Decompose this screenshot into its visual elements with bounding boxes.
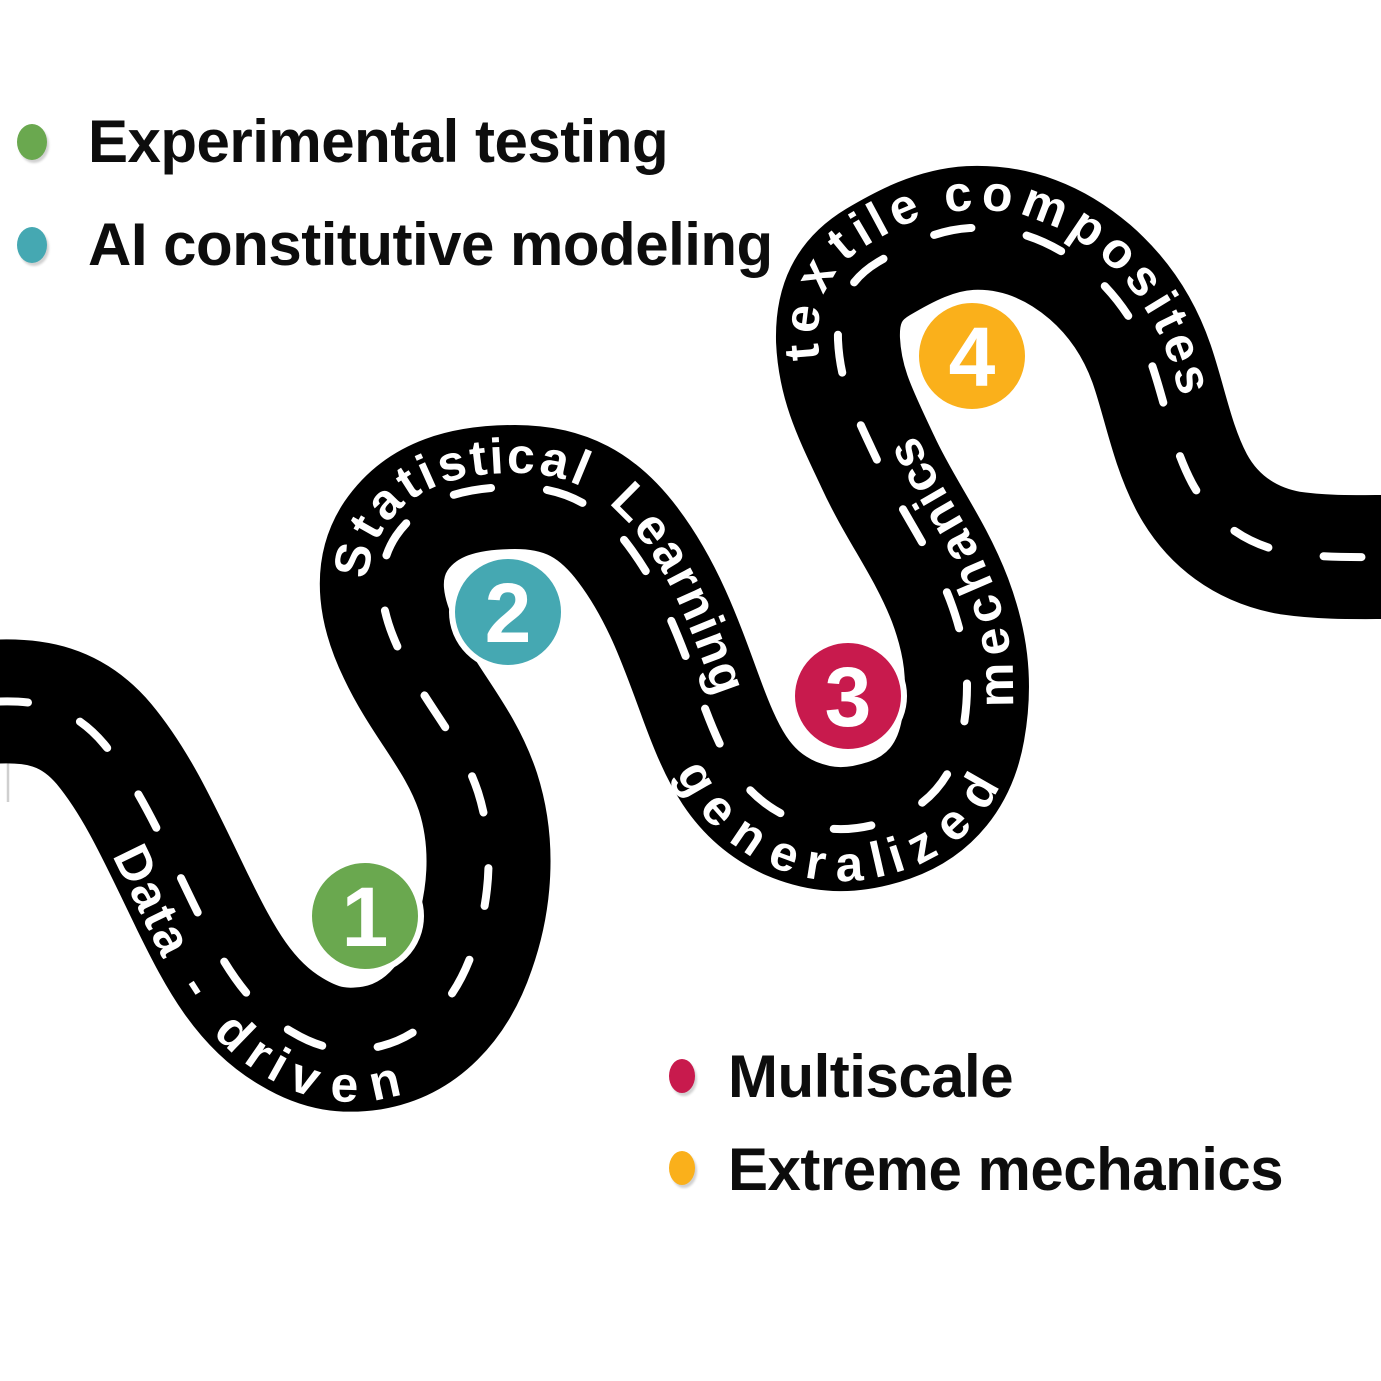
milestone-1-circle xyxy=(306,857,424,975)
multiscale-label: Multiscale xyxy=(728,1043,1013,1110)
milestone-3-number: 3 xyxy=(825,650,872,744)
milestone-1-number: 1 xyxy=(342,870,389,964)
milestone-4-number: 4 xyxy=(949,310,996,404)
milestone-2-circle xyxy=(449,553,567,671)
extreme-mechanics-label: Extreme mechanics xyxy=(728,1136,1283,1203)
milestone-4-marker: 4 xyxy=(913,297,1031,415)
legend-top: Experimental testing AI constitutive mod… xyxy=(17,108,773,278)
legend-item-multiscale: Multiscale xyxy=(669,1043,1014,1110)
ai-constitutive-modeling-dot-icon xyxy=(17,227,47,263)
milestone-3-marker: 3 xyxy=(789,637,907,755)
legend-bottom: Multiscale Extreme mechanics xyxy=(669,1043,1284,1203)
ai-constitutive-modeling-label: AI constitutive modeling xyxy=(88,211,773,278)
multiscale-dot-icon xyxy=(669,1059,695,1093)
legend-item-ai-constitutive-modeling: AI constitutive modeling xyxy=(17,211,773,278)
milestone-2-number: 2 xyxy=(485,566,532,660)
milestone-3-circle xyxy=(789,637,907,755)
milestone-4-circle xyxy=(913,297,1031,415)
milestone-1-marker: 1 xyxy=(306,857,424,975)
milestone-2-marker: 2 xyxy=(449,553,567,671)
extreme-mechanics-dot-icon xyxy=(669,1151,695,1185)
experimental-testing-dot-icon xyxy=(17,124,47,160)
legend-item-extreme-mechanics: Extreme mechanics xyxy=(669,1136,1284,1203)
legend-item-experimental-testing: Experimental testing xyxy=(17,108,669,175)
experimental-testing-label: Experimental testing xyxy=(88,108,668,175)
